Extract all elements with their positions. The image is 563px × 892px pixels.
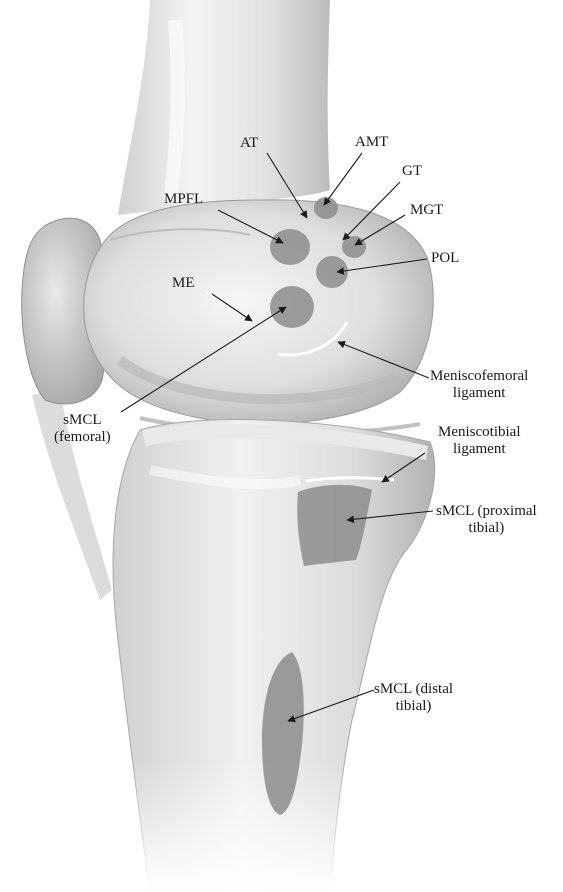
label-meniscofemoral-ligament: Meniscofemoral ligament [430, 368, 528, 402]
amt-attachment-site [314, 197, 338, 219]
label-me: ME [172, 275, 195, 292]
label-amt: AMT [355, 134, 388, 151]
amt-leader [324, 153, 362, 205]
mgt-attachment-site [342, 236, 366, 258]
mpfl-attachment-site [270, 229, 310, 265]
smcl-femoral-attachment-site [270, 286, 314, 328]
label-pol: POL [431, 250, 459, 267]
label-smcl-proximal-line1: sMCL (proximal [436, 503, 537, 520]
label-meniscotibial-line2: ligament [438, 441, 521, 458]
label-mgt: MGT [410, 202, 443, 219]
label-meniscofemoral-line2: ligament [430, 385, 528, 402]
label-meniscotibial-line1: Meniscotibial [438, 424, 521, 441]
label-meniscofemoral-line1: Meniscofemoral [430, 368, 528, 385]
label-smcl-distal-line1: sMCL (distal [374, 681, 453, 698]
label-smcl-proximal-line2: tibial) [436, 520, 537, 537]
label-smcl-distal-tibial: sMCL (distal tibial) [374, 681, 453, 715]
femur-shaft [118, 0, 330, 215]
label-smcl-proximal-tibial: sMCL (proximal tibial) [436, 503, 537, 537]
label-mpfl: MPFL [164, 191, 203, 208]
label-smcl-femoral-line1: sMCL [54, 412, 111, 429]
label-gt: GT [402, 163, 422, 180]
label-smcl-femoral: sMCL (femoral) [54, 412, 111, 446]
label-smcl-femoral-line2: (femoral) [54, 429, 111, 446]
label-at: AT [240, 135, 258, 152]
pol-attachment-site [316, 256, 348, 288]
label-smcl-distal-line2: tibial) [374, 698, 453, 715]
label-meniscotibial-ligament: Meniscotibial ligament [438, 424, 521, 458]
